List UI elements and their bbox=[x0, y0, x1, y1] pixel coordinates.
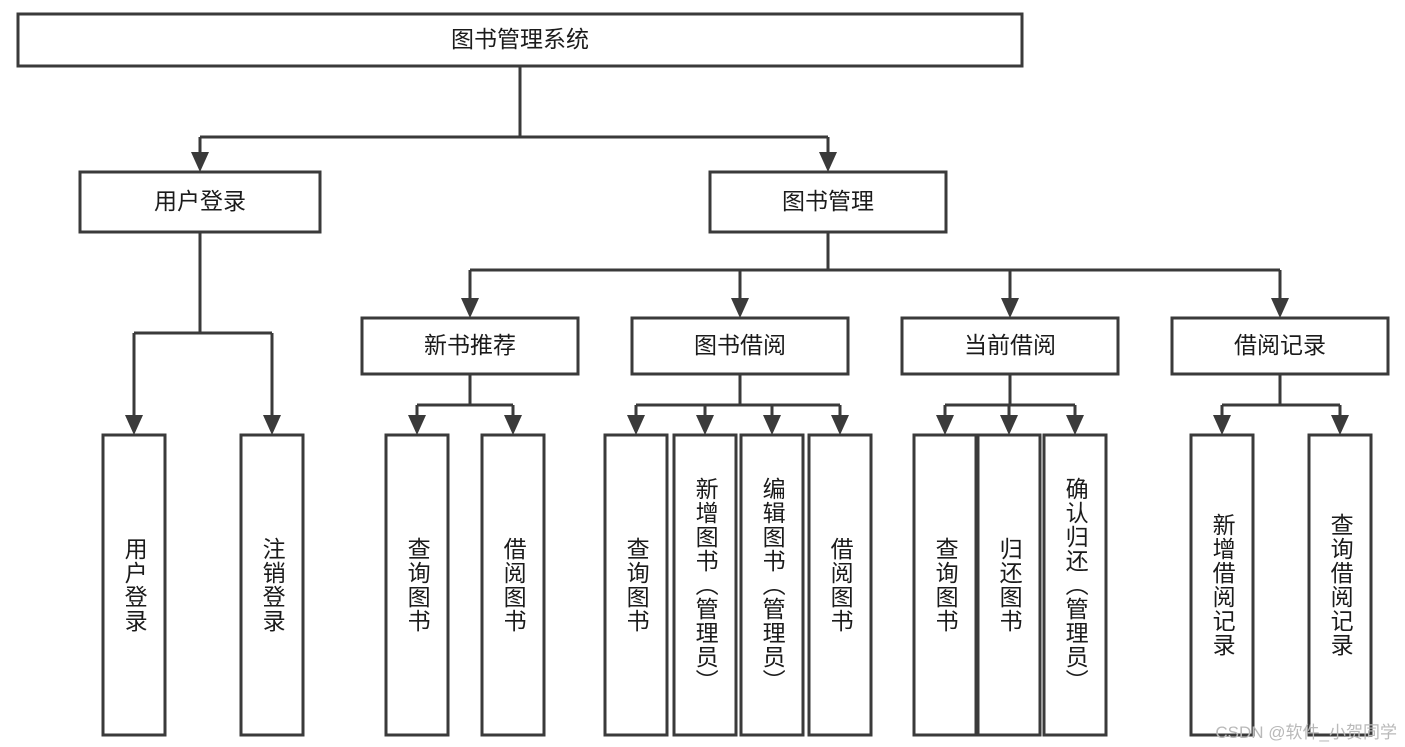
arrowhead-leaf-query-borrow-record bbox=[1331, 415, 1349, 435]
node-label-root: 图书管理系统 bbox=[451, 26, 589, 52]
node-leaf-user-logout[interactable] bbox=[239, 433, 305, 737]
arrowhead-leaf-add-borrow-record bbox=[1213, 415, 1231, 435]
arrowhead-leaf-user-login bbox=[125, 415, 143, 435]
node-book-manage[interactable] bbox=[708, 170, 948, 234]
node-layer bbox=[16, 12, 1390, 737]
arrowhead-leaf-return-book bbox=[1000, 415, 1018, 435]
connector-layer bbox=[125, 66, 1349, 435]
node-leaf-add-book-admin[interactable] bbox=[672, 433, 738, 737]
arrowhead-leaf-borrow-book-rec bbox=[504, 415, 522, 435]
node-leaf-query-book-borrow[interactable] bbox=[603, 433, 669, 737]
node-leaf-edit-book-admin[interactable] bbox=[739, 433, 805, 737]
node-label-borrow-record: 借阅记录 bbox=[1234, 332, 1326, 358]
node-leaf-query-borrow-record[interactable] bbox=[1307, 433, 1373, 737]
node-user-login[interactable] bbox=[78, 170, 322, 234]
node-leaf-return-book[interactable] bbox=[976, 433, 1042, 737]
arrowhead-book-borrow bbox=[731, 298, 749, 318]
node-current-borrow[interactable] bbox=[900, 316, 1120, 376]
node-label-current-borrow: 当前借阅 bbox=[964, 332, 1056, 358]
node-leaf-confirm-return-admin[interactable] bbox=[1042, 433, 1108, 737]
arrowhead-leaf-add-book-admin bbox=[696, 415, 714, 435]
node-label-new-book-rec: 新书推荐 bbox=[424, 332, 516, 358]
node-leaf-query-book-current[interactable] bbox=[912, 433, 978, 737]
node-label-user-login: 用户登录 bbox=[154, 188, 246, 214]
node-leaf-borrow-book-rec[interactable] bbox=[480, 433, 546, 737]
arrowhead-book-manage bbox=[819, 152, 837, 172]
node-label-book-borrow: 图书借阅 bbox=[694, 332, 786, 358]
node-leaf-borrow-book[interactable] bbox=[807, 433, 873, 737]
node-new-book-rec[interactable] bbox=[360, 316, 580, 376]
arrowhead-leaf-query-book-borrow bbox=[627, 415, 645, 435]
arrowhead-leaf-query-book-rec bbox=[408, 415, 426, 435]
node-leaf-query-book-rec[interactable] bbox=[384, 433, 450, 737]
arrowhead-leaf-user-logout bbox=[263, 415, 281, 435]
node-borrow-record[interactable] bbox=[1170, 316, 1390, 376]
arrowhead-new-book-rec bbox=[461, 298, 479, 318]
arrowhead-current-borrow bbox=[1001, 298, 1019, 318]
watermark-text: CSDN @软件_小贺同学 bbox=[1215, 723, 1397, 742]
arrowhead-leaf-edit-book-admin bbox=[763, 415, 781, 435]
arrowhead-leaf-borrow-book bbox=[831, 415, 849, 435]
node-root[interactable] bbox=[16, 12, 1024, 68]
node-label-book-manage: 图书管理 bbox=[782, 188, 874, 214]
arrowhead-leaf-confirm-return-admin bbox=[1066, 415, 1084, 435]
arrowhead-borrow-record bbox=[1271, 298, 1289, 318]
arrowhead-user-login bbox=[191, 152, 209, 172]
node-leaf-add-borrow-record[interactable] bbox=[1189, 433, 1255, 737]
node-book-borrow[interactable] bbox=[630, 316, 850, 376]
arrowhead-leaf-query-book-current bbox=[936, 415, 954, 435]
node-leaf-user-login[interactable] bbox=[101, 433, 167, 737]
